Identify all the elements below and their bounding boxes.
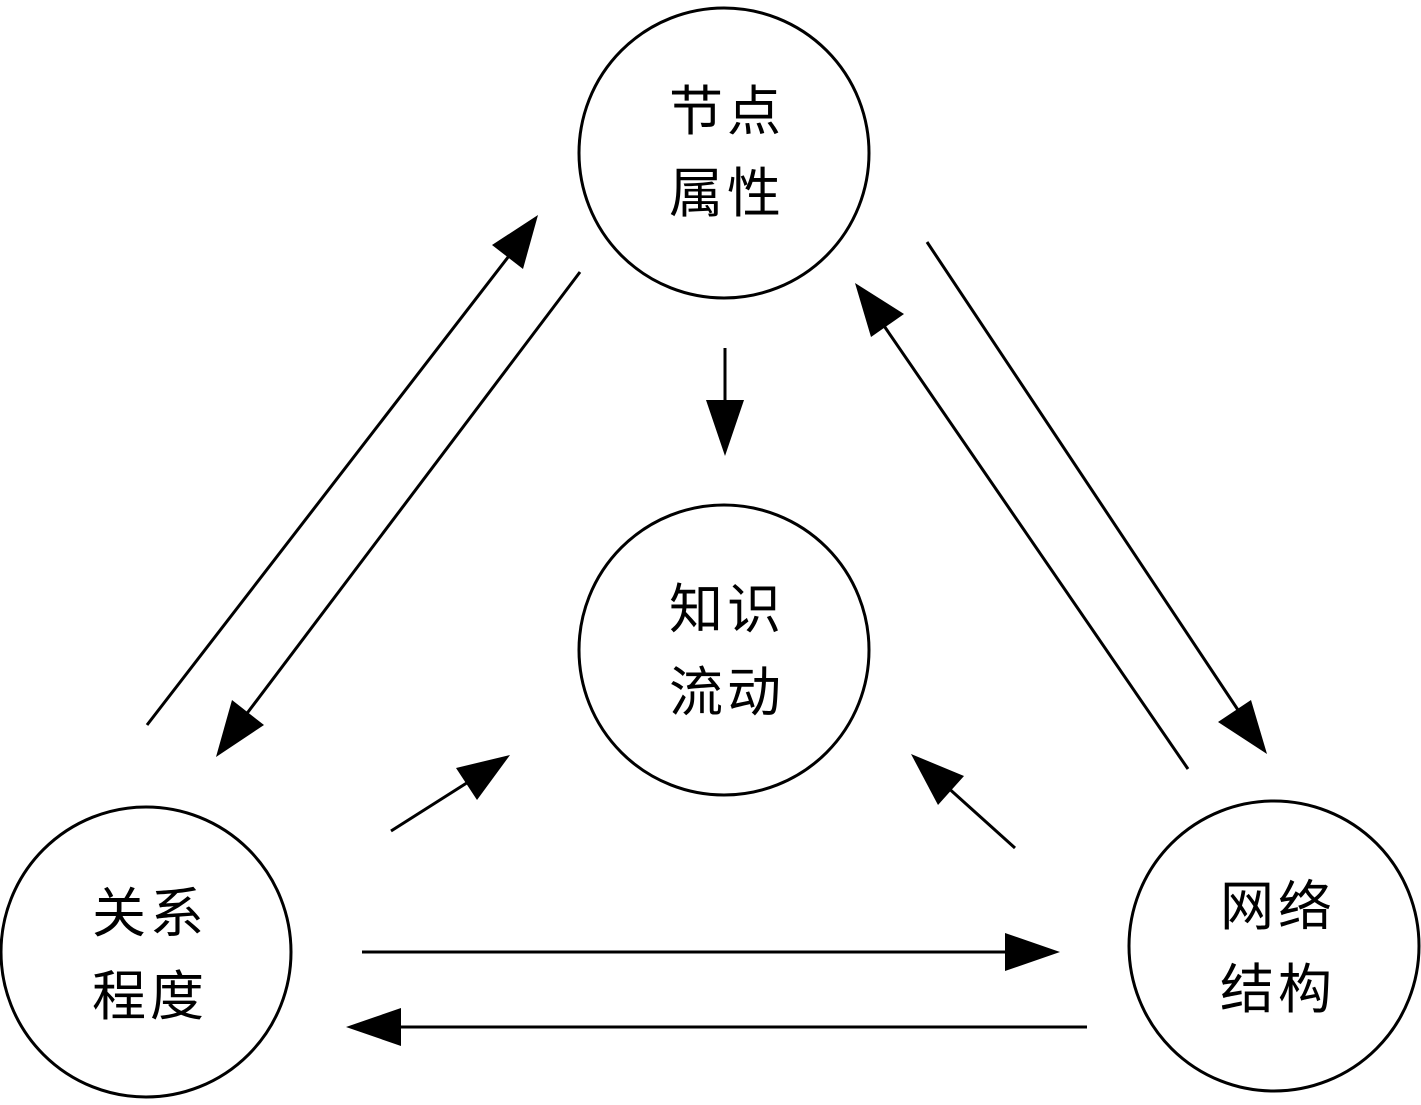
arrow-relationship-to-attributes [145, 215, 538, 726]
node-knowledge-flow-circle [577, 503, 871, 797]
arrow-network-to-knowledge-flow [911, 754, 1017, 850]
node-relationship-label-line2: 程度 [92, 965, 208, 1028]
node-network-circle [1127, 799, 1421, 1093]
arrow-attributes-to-relationship [216, 271, 582, 757]
arrow-attributes-to-knowledge-flow [706, 348, 744, 456]
node-network-label-line1: 网络 [1220, 875, 1336, 938]
arrow-relationship-to-network [362, 933, 1060, 971]
arrow-attributes-to-network [925, 241, 1267, 754]
node-relationship-circle [0, 805, 293, 1099]
node-attributes-label-line2: 属性 [669, 162, 785, 225]
node-network-label-line2: 结构 [1220, 958, 1336, 1021]
node-attributes: 节点 属性 [577, 6, 871, 300]
arrow-relationship-to-knowledge-flow [390, 755, 510, 833]
node-relationship: 关系 程度 [0, 805, 293, 1099]
arrow-network-to-attributes [855, 283, 1190, 770]
node-attributes-circle [577, 6, 871, 300]
node-attributes-label-line1: 节点 [669, 80, 785, 143]
node-relationship-label-line1: 关系 [92, 882, 208, 945]
node-knowledge-flow-label-line2: 流动 [669, 661, 785, 724]
node-network: 网络 结构 [1127, 799, 1421, 1093]
node-knowledge-flow-label-line1: 知识 [669, 578, 785, 641]
arrow-network-to-relationship [346, 1008, 1087, 1046]
node-knowledge-flow: 知识 流动 [577, 503, 871, 797]
